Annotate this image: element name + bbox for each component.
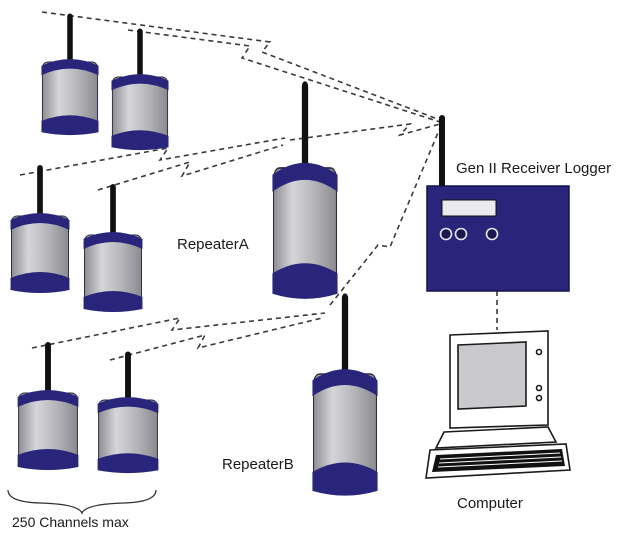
repeater-b	[312, 298, 377, 496]
computer	[425, 330, 571, 479]
channels-brace	[7, 489, 157, 515]
receiver-logger	[426, 115, 570, 292]
receiver-logger-label: Gen II Receiver Logger	[456, 160, 612, 177]
transmitter-mid-center	[84, 187, 143, 312]
repeater-a-label: RepeaterA	[177, 236, 249, 253]
transmitter-bottom-left	[18, 345, 79, 470]
transmitter-top-center	[111, 31, 168, 150]
transmitter-mid-left	[11, 168, 70, 293]
repeater-b-label: RepeaterB	[222, 456, 294, 473]
transmitter-bottom-center	[98, 354, 159, 473]
repeater-a	[272, 86, 337, 299]
radio-links	[19, 11, 498, 361]
transmitter-top-left	[41, 16, 98, 135]
computer-label: Computer	[457, 495, 523, 512]
channels-max-label: 250 Channels max	[12, 514, 129, 530]
